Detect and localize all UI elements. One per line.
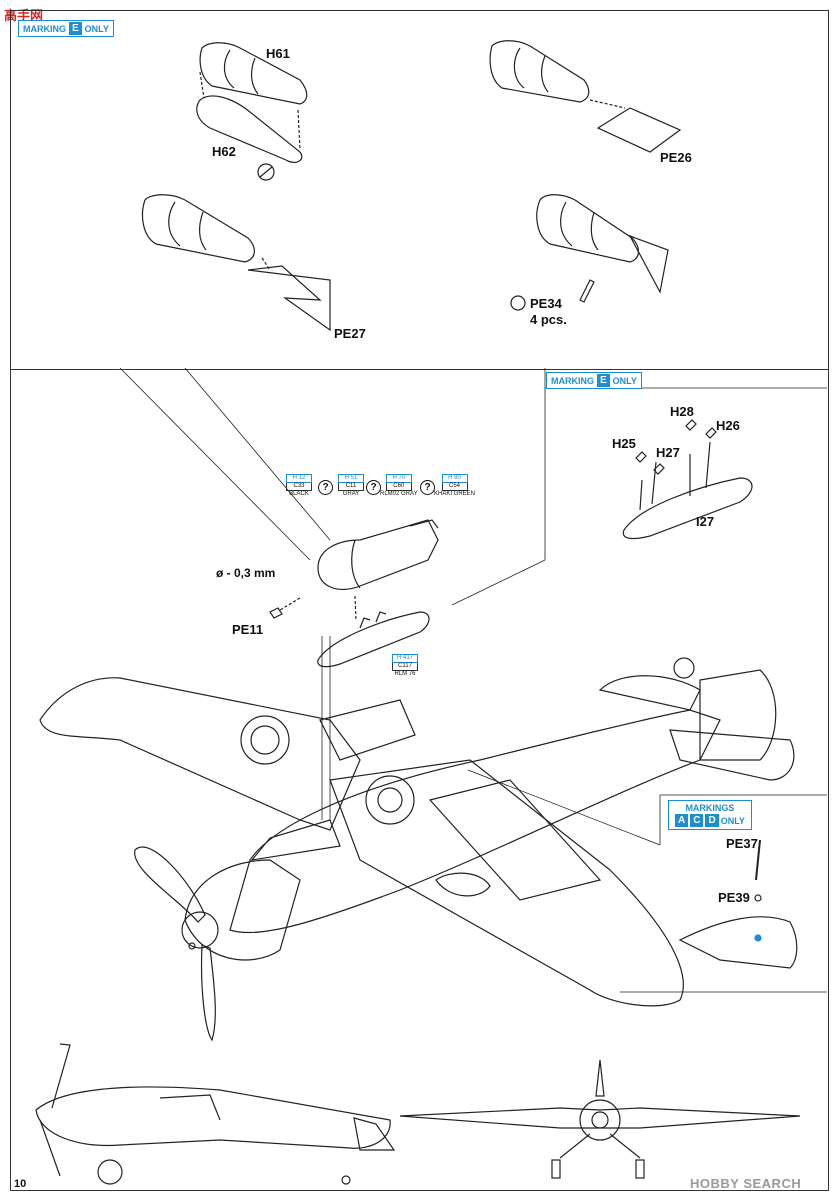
label-pe34: PE34 [530, 296, 562, 311]
tank-pe27 [141, 194, 255, 263]
bomb [317, 519, 439, 590]
label-h27: H27 [656, 445, 680, 460]
color-chip-rlm76: H 417 C117 RLM 76 [392, 654, 418, 678]
label-h28: H28 [670, 404, 694, 419]
chip-c-rlm76: C117 [392, 663, 418, 671]
brand-watermark: HOBBY SEARCH [690, 1176, 802, 1191]
nose [184, 859, 301, 961]
marking-letter: E [69, 22, 82, 35]
prop-blade-bottom [201, 944, 216, 1042]
label-h61: H61 [266, 46, 290, 61]
wingtip-detail [678, 916, 798, 969]
front-view [399, 1107, 801, 1129]
label-pe39: PE39 [718, 890, 750, 905]
plate-pe34 [628, 234, 669, 294]
plate-pe27 [247, 265, 331, 332]
chip-name-black: BLACK [289, 491, 309, 497]
marking-e-panel-letter: E [597, 374, 610, 387]
marking-e-panel-suffix: ONLY [612, 375, 637, 386]
strip-pe34 [579, 279, 595, 303]
canopy [250, 819, 341, 861]
color-chip-gray: H 51 C11 GRAY [338, 474, 364, 498]
chip-h-black: H 12 [286, 474, 312, 483]
tail-plane [598, 675, 701, 711]
label-h25: H25 [612, 436, 636, 451]
watermark-logo: 高手网 [4, 8, 44, 23]
label-h26: H26 [716, 418, 740, 433]
side-profile [35, 1086, 391, 1149]
main-frame [10, 368, 829, 1191]
tank-h61 [199, 42, 308, 105]
color-chip-khaki: H 80 C54 KHAKI GREEN [434, 474, 475, 498]
chip-c-khaki: C54 [441, 483, 468, 491]
markings-letter-a: A [675, 814, 689, 827]
chip-h-gray: H 51 [338, 474, 364, 483]
plate-pe26 [596, 107, 682, 153]
chip-h-rlm76: H 417 [392, 654, 418, 663]
label-pe27: PE27 [334, 326, 366, 341]
top-frame [10, 10, 829, 370]
prop-blade-top [134, 846, 206, 923]
question-icon: ? [318, 480, 333, 495]
question-icon: ? [366, 480, 381, 495]
left-wing [39, 677, 361, 831]
markings-acd-suffix: ONLY [720, 815, 745, 826]
chip-name-gray: GRAY [342, 491, 360, 497]
label-pe26: PE26 [660, 150, 692, 165]
chip-name-rlm76: RLM 76 [394, 671, 416, 677]
marking-prefix: MARKING [23, 23, 66, 34]
chip-h-khaki: H 80 [441, 474, 468, 483]
chip-name-khaki: KHAKI GREEN [434, 491, 476, 497]
markings-acd-tag: MARKINGS A C D ONLY [668, 800, 752, 830]
marking-suffix: ONLY [84, 23, 109, 34]
markings-letter-c: C [690, 814, 704, 827]
tank-i27 [622, 477, 753, 540]
tail-fin [699, 669, 777, 761]
marking-e-panel-tag: MARKING E ONLY [546, 372, 642, 389]
tank-pe26 [489, 40, 590, 103]
color-chip-black: H 12 C33 BLACK [286, 474, 312, 498]
page-number: 10 [14, 1178, 27, 1190]
label-drill-size: ø - 0,3 mm [216, 566, 276, 580]
chip-c-gray: C11 [338, 483, 364, 491]
label-pe11: PE11 [232, 622, 264, 637]
markings-acd-title: MARKINGS [685, 803, 735, 813]
drop-tank-pylon [317, 611, 430, 668]
chip-name-rlm02: RLM02 GRAY [380, 491, 418, 497]
right-wing [329, 759, 684, 1007]
markings-letter-d: D [705, 814, 719, 827]
chip-c-rlm02: C60 [385, 483, 412, 491]
label-i27: I27 [696, 514, 715, 529]
tank-pe34 [536, 194, 640, 263]
chip-c-black: C33 [286, 483, 312, 491]
color-chip-rlm02: H 70 C60 RLM02 GRAY [380, 474, 418, 498]
question-icon: ? [420, 480, 435, 495]
shield-h62 [196, 95, 303, 164]
marking-e-header-tag: MARKING E ONLY [18, 20, 114, 37]
label-pe37: PE37 [726, 836, 758, 851]
marking-e-panel-prefix: MARKING [551, 375, 594, 386]
label-h62: H62 [212, 144, 236, 159]
label-pe34-qty: 4 pcs. [530, 312, 567, 327]
chip-h-rlm02: H 70 [385, 474, 412, 483]
